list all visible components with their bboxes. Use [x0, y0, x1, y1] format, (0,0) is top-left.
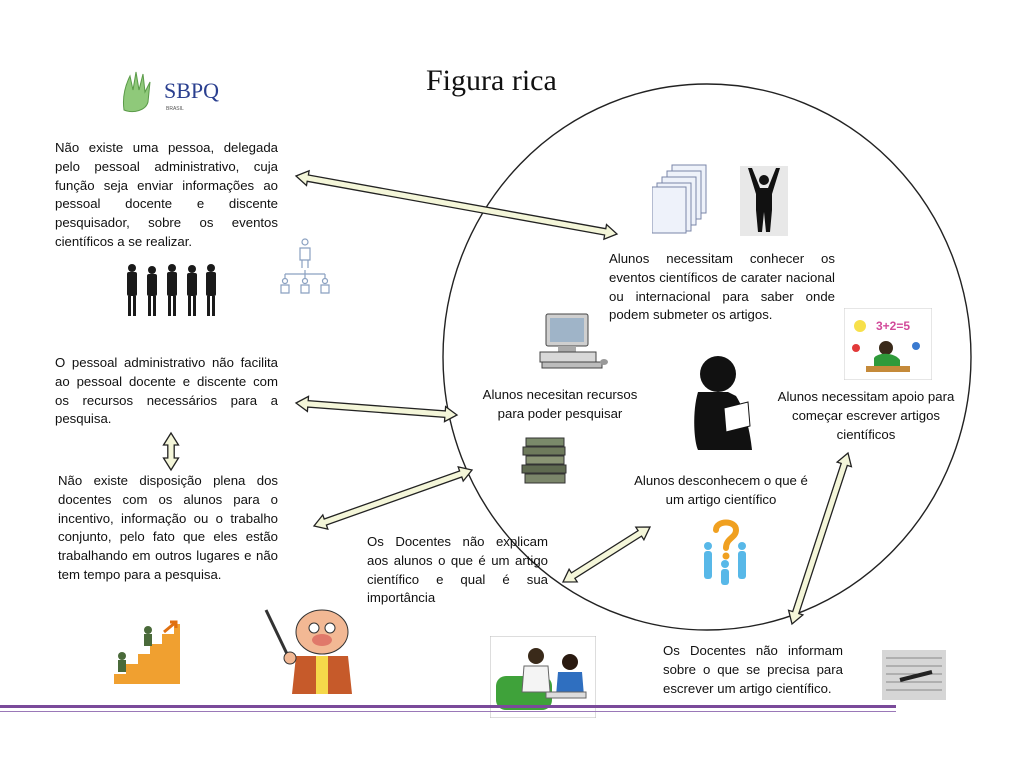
text-students-unaware: Alunos desconhecem o que é um artigo cie…: [634, 473, 808, 507]
text-teachers-no-inform: Os Docentes não informam sobre o que se …: [663, 643, 843, 696]
context-circle: [442, 83, 972, 631]
person-arms-raised-icon: [740, 166, 788, 236]
text-no-delegate: Não existe uma pessoa, delegada pelo pes…: [55, 140, 278, 249]
footer-bar-bottom: [0, 711, 896, 712]
student-writing-icon: 3+2=5: [843, 307, 933, 381]
sbpq-logo-icon: SBPQ BRASIL: [120, 66, 220, 116]
text-students-need-events: Alunos necessitam conhecer os eventos ci…: [609, 251, 835, 323]
logo-text: SBPQ: [164, 78, 219, 103]
people-group-icon: [122, 260, 220, 320]
org-chart-icon: [278, 236, 334, 298]
arrow-admin-to-teachers: [162, 431, 180, 472]
teacher-cartoon-icon: [262, 606, 362, 696]
arrow-resources-to-teachers: [312, 466, 474, 530]
computer-icon: [534, 310, 610, 372]
question-people-icon: [700, 516, 750, 586]
text-students-need-resources: Alunos necesitan recursos para poder pes…: [482, 387, 638, 421]
climbing-stairs-icon: [108, 618, 182, 686]
text-students-need-support: Alunos necessitam apoio para começar esc…: [777, 389, 955, 442]
books-stack-icon: [520, 434, 570, 488]
text-teachers-no-explain: Os Docentes não explicam aos alunos o qu…: [367, 534, 548, 606]
arrow-admin-to-resources: [294, 395, 459, 423]
pen-paper-icon: [882, 650, 946, 700]
text-teachers-no-disposition: Não existe disposição plena dos docentes…: [58, 473, 278, 582]
page-title: Figura rica: [426, 64, 557, 97]
arrow-delegate-to-events: [294, 169, 619, 241]
reading-person-icon: [688, 352, 760, 450]
logo-subtext: BRASIL: [166, 106, 184, 112]
documents-stack-icon: [651, 163, 710, 235]
people-working-icon: [489, 635, 597, 719]
svg-text:3+2=5: 3+2=5: [876, 319, 910, 333]
footer-bar-top: [0, 705, 896, 708]
arrow-support-to-inform: [787, 451, 853, 626]
arrow-explain-to-unaware: [561, 526, 652, 583]
text-admin-no-resources: O pessoal administrativo não facilita ao…: [55, 355, 278, 427]
